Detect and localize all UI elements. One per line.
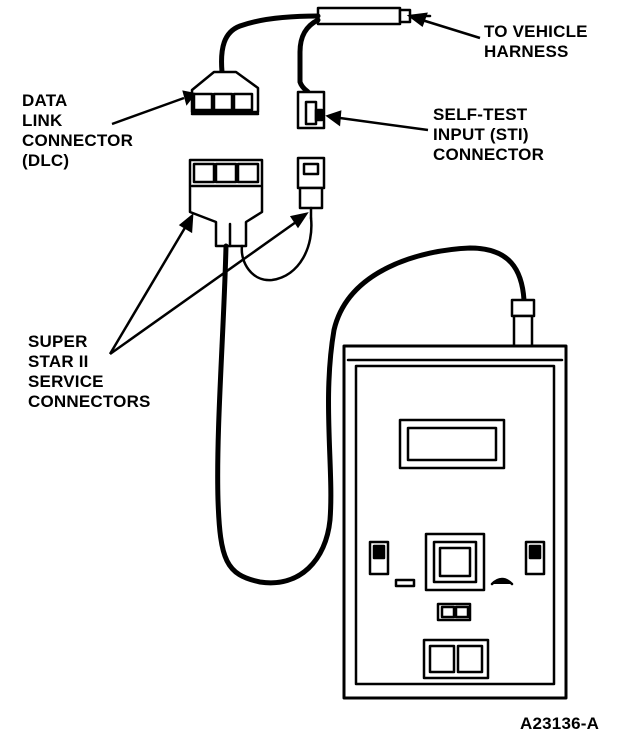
label-line: SELF-TEST <box>433 105 528 124</box>
label-line: (DLC) <box>22 151 70 170</box>
arrow-dlc <box>111 90 197 126</box>
dlc-label: DATA LINK CONNECTOR (DLC) <box>22 91 133 171</box>
tester-bottom-ports <box>422 638 490 680</box>
tester-cable-boot <box>510 298 536 348</box>
tester-center-button <box>424 532 486 592</box>
tester-lower-control <box>436 602 472 622</box>
label-line: STAR II <box>28 352 89 371</box>
arrow-service-sti <box>109 212 309 356</box>
service-dlc-cable <box>215 243 527 586</box>
label-line: CONNECTORS <box>28 392 151 411</box>
label-line: INPUT (STI) <box>433 125 529 144</box>
harness-cable-to-sti <box>297 17 321 95</box>
arrow-sti <box>325 110 429 132</box>
tester-left-switch <box>368 540 390 576</box>
label-line: SUPER <box>28 332 88 351</box>
arrow-vehicle-harness <box>406 12 481 40</box>
vehicle-harness-label: TO VEHICLE HARNESS <box>484 22 588 62</box>
service-sti-connector <box>296 156 326 220</box>
data-link-connector <box>190 70 260 116</box>
arrow-service-dlc <box>108 213 194 355</box>
label-line: HARNESS <box>484 42 569 61</box>
super-star-tester <box>342 344 568 700</box>
label-line: TO VEHICLE <box>484 22 588 41</box>
service-dlc-connector <box>188 158 264 248</box>
label-line: DATA <box>22 91 68 110</box>
label-line: CONNECTOR <box>433 145 545 164</box>
label-line: LINK <box>22 111 63 130</box>
label-line: CONNECTOR <box>22 131 134 150</box>
tester-right-switch <box>524 540 546 576</box>
tester-left-indicator <box>394 578 416 588</box>
harness-cable-to-dlc <box>219 13 321 75</box>
service-sti-cable <box>240 216 313 282</box>
service-connectors-label: SUPER STAR II SERVICE CONNECTORS <box>28 332 151 412</box>
figure-id: A23136-A <box>520 714 600 733</box>
tester-right-indicator <box>490 577 514 586</box>
sti-connector <box>296 90 326 130</box>
label-line: SERVICE <box>28 372 104 391</box>
sti-label: SELF-TEST INPUT (STI) CONNECTOR <box>433 105 544 165</box>
